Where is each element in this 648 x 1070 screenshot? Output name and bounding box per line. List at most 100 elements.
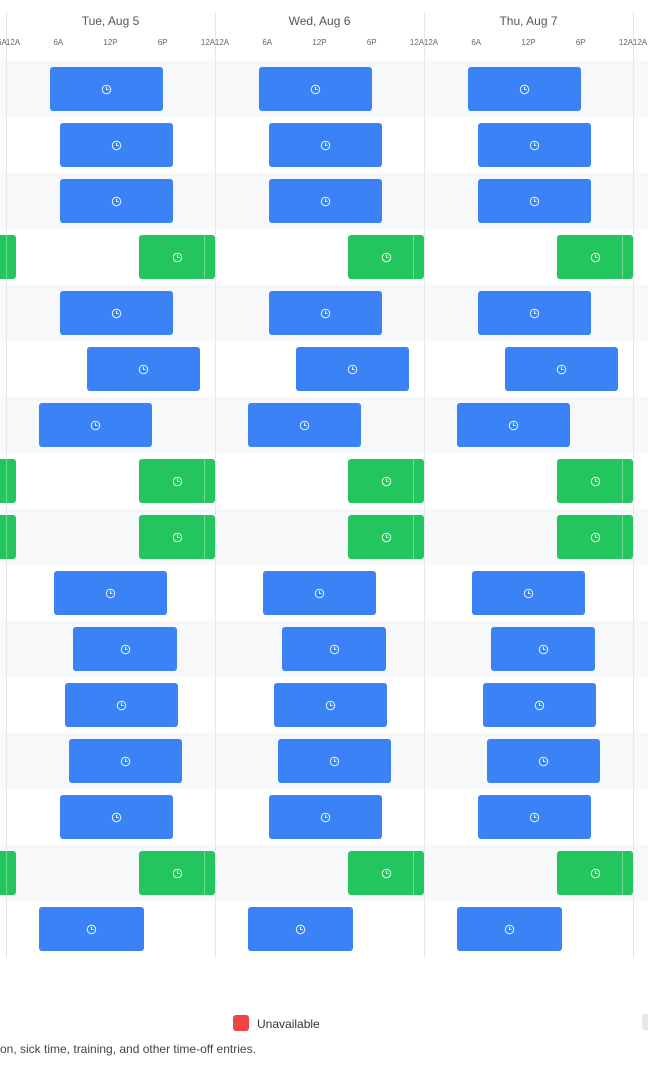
shift-block[interactable] <box>73 627 177 671</box>
clock-icon <box>172 868 182 878</box>
shift-block[interactable] <box>60 179 173 223</box>
legend-scroll-indicator[interactable] <box>642 1014 648 1030</box>
night-shift-block[interactable] <box>0 459 16 503</box>
night-shift-block[interactable] <box>139 235 215 279</box>
hour-label: 6A <box>471 38 482 47</box>
shift-block[interactable] <box>248 403 361 447</box>
clock-icon <box>381 476 391 486</box>
shift-block[interactable] <box>278 739 391 783</box>
night-shift-block[interactable] <box>139 459 215 503</box>
shift-boundary <box>204 851 205 895</box>
clock-icon <box>111 140 122 150</box>
shift-block[interactable] <box>457 907 562 951</box>
shift-block[interactable] <box>478 795 591 839</box>
legend-label-unavailable: Unavailable <box>257 1017 320 1031</box>
shift-block[interactable] <box>50 67 163 111</box>
night-shift-block[interactable] <box>0 851 16 895</box>
clock-icon <box>590 868 600 878</box>
night-shift-block[interactable] <box>139 515 215 559</box>
shift-boundary <box>413 235 414 279</box>
clock-icon <box>329 756 340 766</box>
shift-block[interactable] <box>457 403 570 447</box>
day-title: Thu, Aug 7 <box>499 14 558 28</box>
schedule-row <box>0 229 648 285</box>
shift-block[interactable] <box>472 571 585 615</box>
night-shift-block[interactable] <box>557 235 633 279</box>
clock-icon <box>120 756 131 766</box>
night-shift-block[interactable] <box>139 851 215 895</box>
shift-block[interactable] <box>282 627 386 671</box>
shift-block[interactable] <box>60 123 173 167</box>
shift-block[interactable] <box>468 67 581 111</box>
hour-label: 6A <box>0 38 7 47</box>
shift-boundary <box>6 515 7 559</box>
shift-boundary <box>6 235 7 279</box>
legend: Unavailable on, sick time, training, and… <box>0 1010 648 1070</box>
day-separator <box>424 12 425 958</box>
night-shift-block[interactable] <box>557 459 633 503</box>
schedule-row <box>0 509 648 565</box>
shift-boundary <box>204 459 205 503</box>
shift-block[interactable] <box>274 683 387 727</box>
shift-block[interactable] <box>259 67 372 111</box>
night-shift-block[interactable] <box>0 235 16 279</box>
day-title: Wed, Aug 6 <box>288 14 351 28</box>
clock-icon <box>529 812 540 822</box>
shift-block[interactable] <box>269 291 382 335</box>
legend-footnote: on, sick time, training, and other time-… <box>0 1042 256 1056</box>
night-shift-block[interactable] <box>0 515 16 559</box>
clock-icon <box>529 308 540 318</box>
clock-icon <box>320 308 331 318</box>
shift-block[interactable] <box>483 683 596 727</box>
shift-block[interactable] <box>54 571 167 615</box>
shift-block[interactable] <box>269 795 382 839</box>
shift-boundary <box>413 851 414 895</box>
shift-block[interactable] <box>505 347 618 391</box>
shift-block[interactable] <box>478 123 591 167</box>
shift-block[interactable] <box>248 907 353 951</box>
shift-block[interactable] <box>478 291 591 335</box>
shift-block[interactable] <box>296 347 409 391</box>
clock-icon <box>111 308 122 318</box>
clock-icon <box>381 868 391 878</box>
day-separator <box>215 12 216 958</box>
night-shift-block[interactable] <box>348 851 424 895</box>
shift-block[interactable] <box>39 403 152 447</box>
hour-label: 12A <box>409 38 425 47</box>
shift-block[interactable] <box>487 739 600 783</box>
shift-boundary <box>204 515 205 559</box>
shift-block[interactable] <box>87 347 200 391</box>
shift-block[interactable] <box>65 683 178 727</box>
shift-block[interactable] <box>69 739 182 783</box>
shift-boundary <box>622 515 623 559</box>
clock-icon <box>504 924 515 934</box>
shift-block[interactable] <box>269 179 382 223</box>
clock-icon <box>310 84 321 94</box>
clock-icon <box>320 812 331 822</box>
clock-icon <box>329 644 339 654</box>
hour-label: 12P <box>521 38 536 47</box>
clock-icon <box>120 644 130 654</box>
shift-block[interactable] <box>60 291 173 335</box>
night-shift-block[interactable] <box>348 235 424 279</box>
clock-icon <box>116 700 127 710</box>
night-shift-block[interactable] <box>348 459 424 503</box>
shift-block[interactable] <box>39 907 144 951</box>
clock-icon <box>519 84 530 94</box>
clock-icon <box>101 84 112 94</box>
night-shift-block[interactable] <box>557 515 633 559</box>
shift-block[interactable] <box>263 571 376 615</box>
shift-block[interactable] <box>60 795 173 839</box>
shift-boundary <box>204 235 205 279</box>
shift-boundary <box>622 459 623 503</box>
night-shift-block[interactable] <box>557 851 633 895</box>
shift-block[interactable] <box>478 179 591 223</box>
night-shift-block[interactable] <box>348 515 424 559</box>
shift-block[interactable] <box>491 627 595 671</box>
clock-icon <box>86 924 97 934</box>
hour-label: 6P <box>366 38 377 47</box>
clock-icon <box>534 700 545 710</box>
shift-block[interactable] <box>269 123 382 167</box>
hour-label: 6P <box>157 38 168 47</box>
day-separator <box>633 12 634 958</box>
